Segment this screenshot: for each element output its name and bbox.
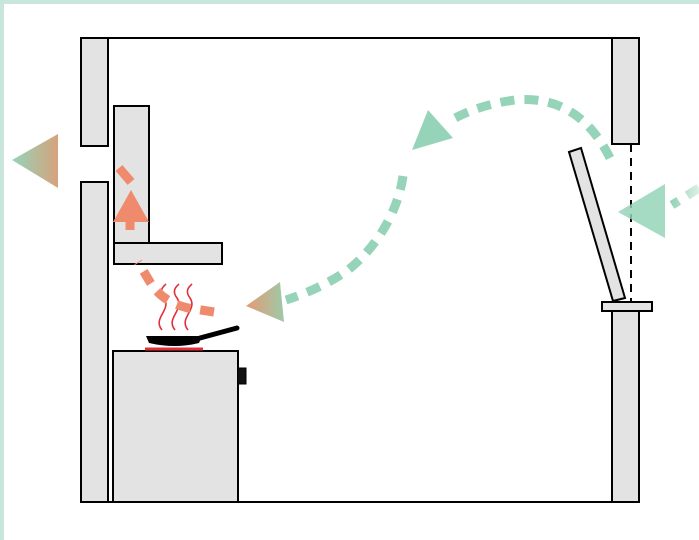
stove-cabinet xyxy=(112,350,239,503)
room-flow-arrow xyxy=(246,282,284,322)
smoke-flow-path xyxy=(12,134,215,317)
exhaust-arrow xyxy=(12,134,58,188)
left-wall-upper xyxy=(80,37,109,147)
smoke-arrow xyxy=(113,190,149,222)
hood-canopy xyxy=(113,242,223,265)
frying-pan-icon xyxy=(146,325,240,346)
fresh-air-curve-arrow xyxy=(412,110,453,150)
fresh-air-inlet-arrow xyxy=(618,184,665,238)
open-window-sash xyxy=(567,146,627,303)
right-wall-lower xyxy=(611,309,640,503)
window-sill xyxy=(601,301,653,312)
fresh-air-flow-path xyxy=(246,95,699,322)
stove-knob xyxy=(237,367,247,385)
room-flow-dash xyxy=(284,175,408,305)
left-wall-lower xyxy=(80,181,109,503)
fresh-air-curve-dash xyxy=(445,95,615,161)
smoke-dash-lower xyxy=(134,259,215,317)
fresh-air-inlet-dash xyxy=(669,184,699,209)
smoke-dash-hood-top xyxy=(115,165,135,185)
right-wall-upper xyxy=(611,37,640,145)
